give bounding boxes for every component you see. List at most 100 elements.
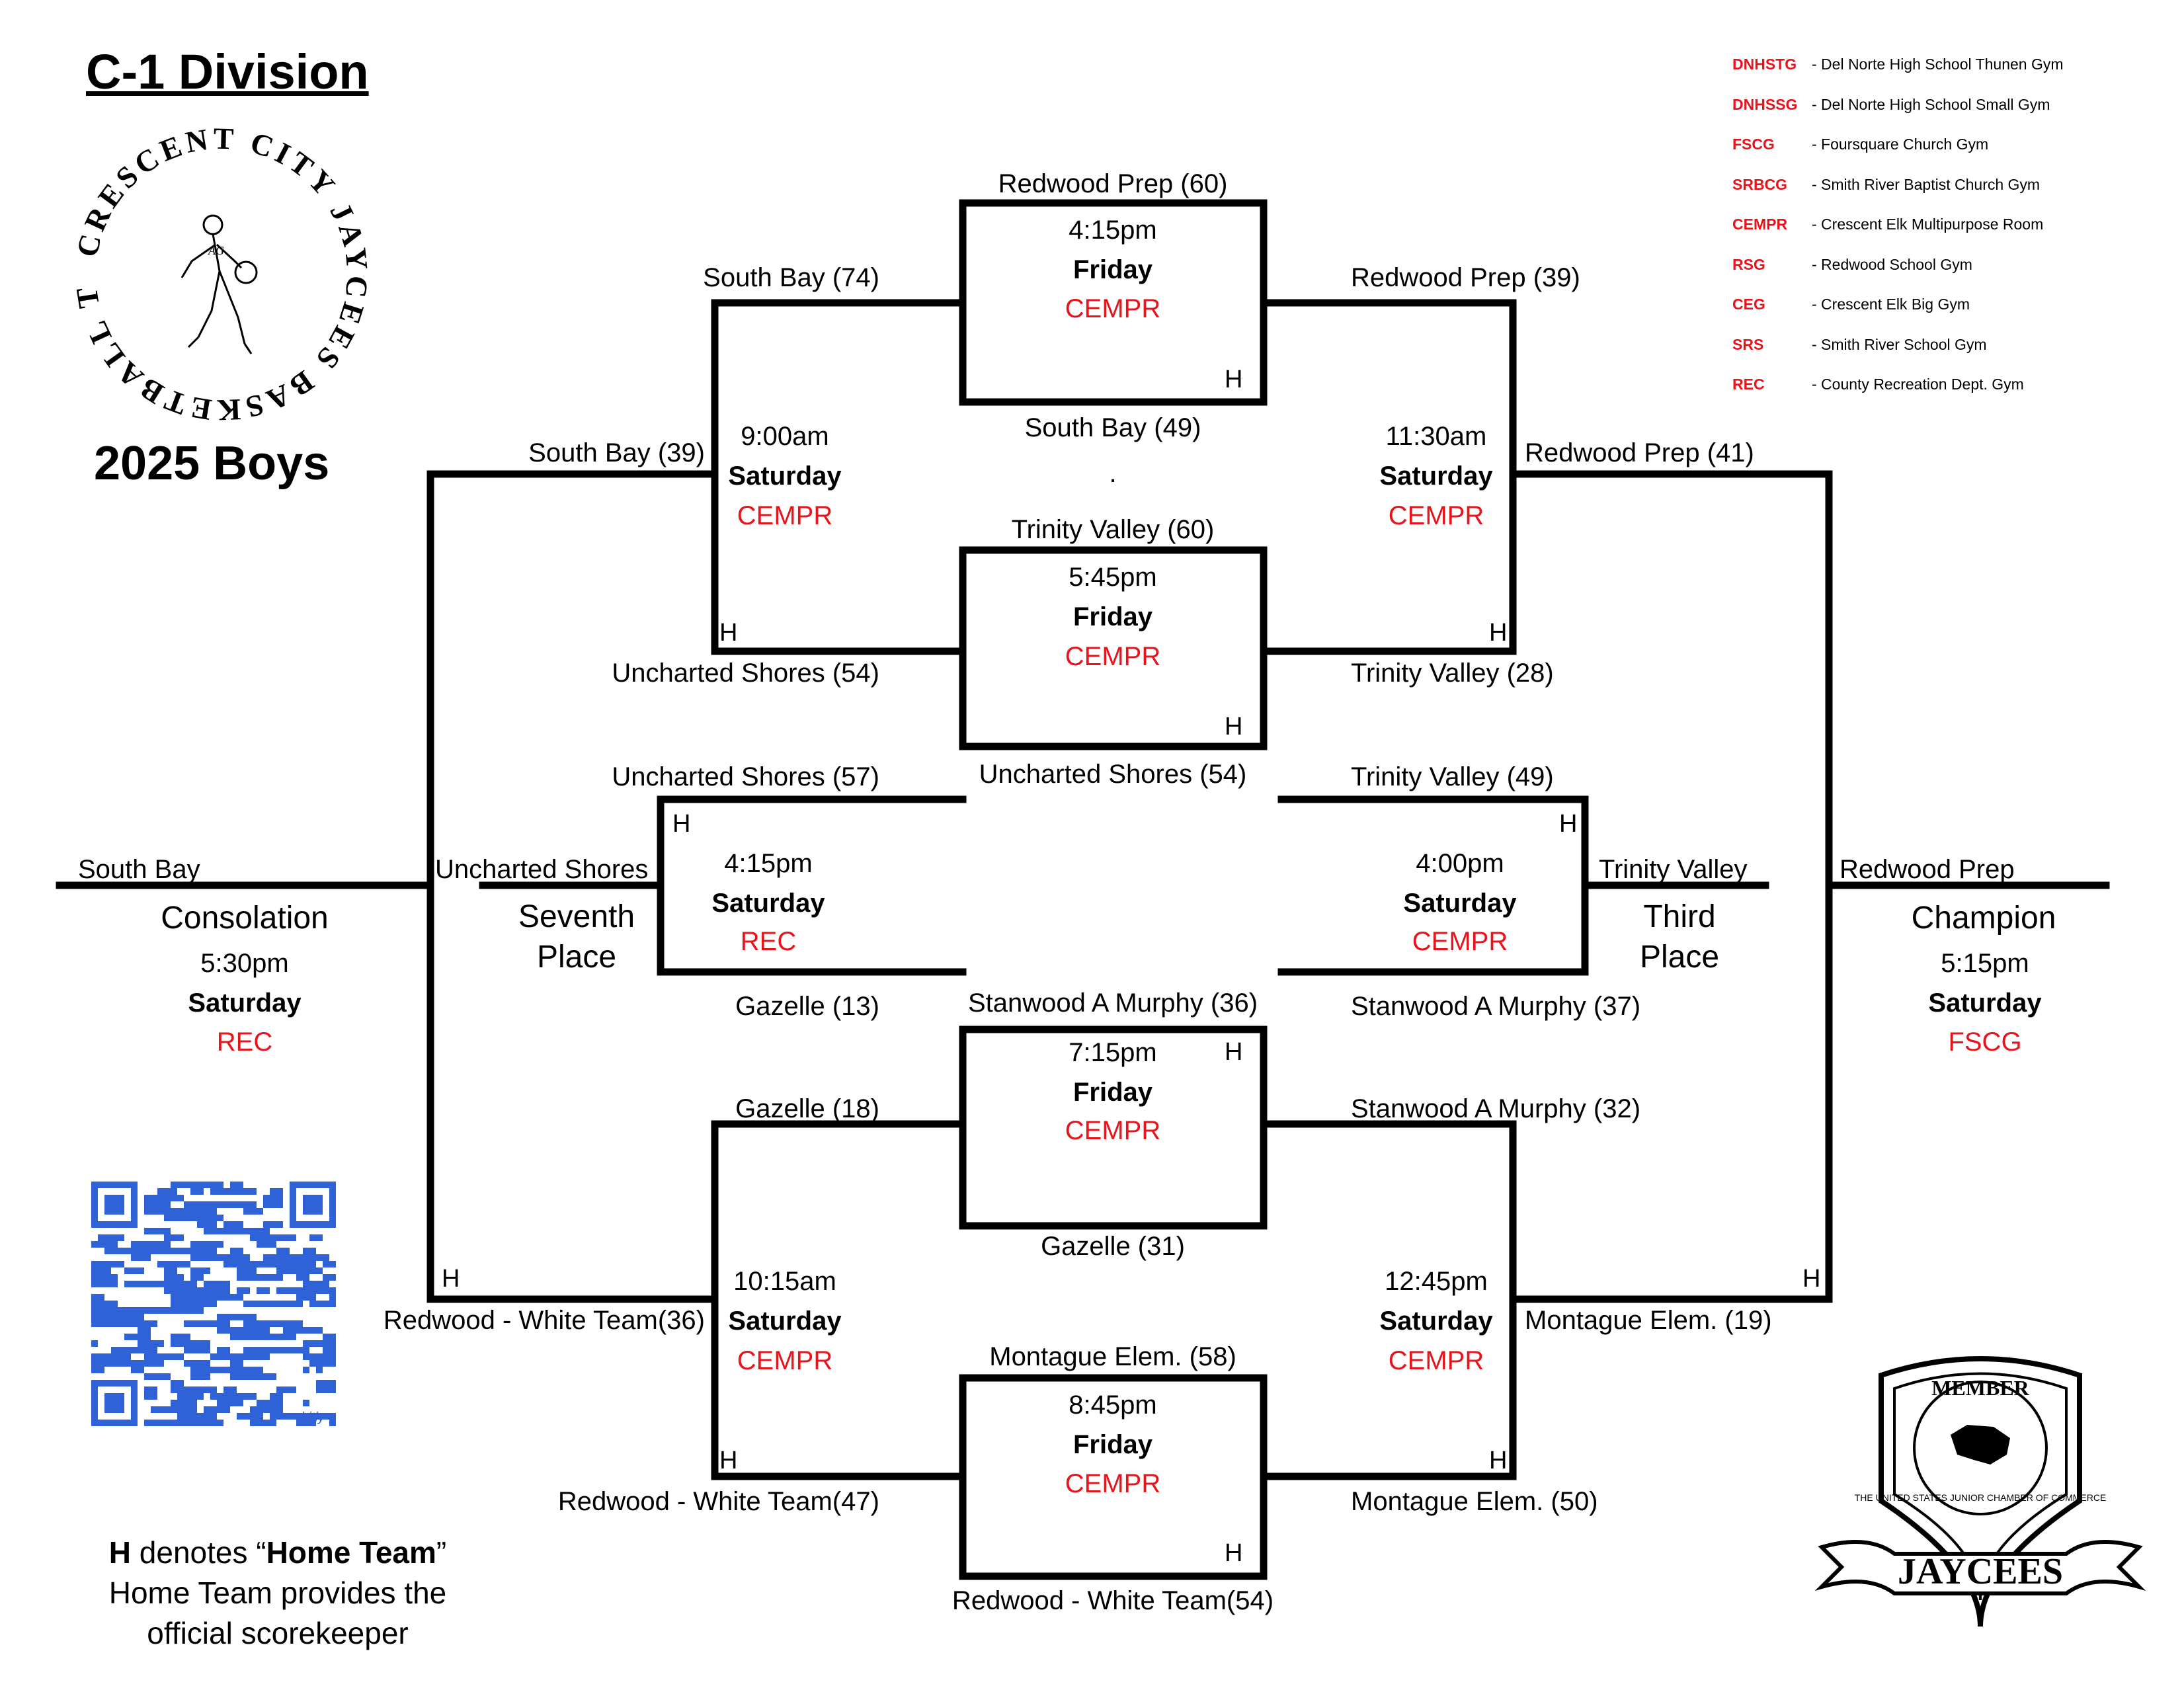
seventh-day: Saturday (711, 889, 825, 918)
w1-top-team: South Bay (74) (703, 263, 879, 292)
g2-home-marker: H (1225, 713, 1243, 741)
usa-map-icon (1951, 1425, 2010, 1465)
third-time: 4:00pm (1416, 849, 1504, 878)
home-team-note: H denotes “Home Team” Home Team provides… (109, 1533, 447, 1654)
jaycees-shield-logo: MEMBER THE UNITED STATES JUNIOR CHAMBER … (1815, 1356, 2146, 1627)
g3-top-team: Stanwood A Murphy (36) (967, 988, 1258, 1018)
seventh-label-line2: Place (536, 940, 617, 975)
consolation-home-marker: H (442, 1265, 460, 1293)
third-venue: CEMPR (1412, 927, 1508, 956)
legend-code: DNHSSG (1732, 95, 1798, 113)
third-day: Saturday (1403, 889, 1517, 918)
legend-code: CEMPR (1732, 216, 1788, 233)
legend-desc: - Foursquare Church Gym (1812, 136, 1989, 153)
legend-row: SRS- Smith River School Gym (1732, 336, 1987, 354)
g2-top-team: Trinity Valley (60) (1011, 515, 1215, 544)
note-line3: official scorekeeper (147, 1616, 409, 1651)
champion-home-marker: H (1802, 1265, 1821, 1293)
legend-row: DNHSTG- Del Norte High School Thunen Gym (1732, 56, 2064, 73)
champion-time: 5:15pm (1941, 949, 2029, 978)
g1-top-team: Redwood Prep (60) (998, 169, 1228, 198)
w1-bottom-team: Uncharted Shores (54) (612, 659, 879, 688)
tournament-logo: CRESCENT CITY JAYCEES BASKETBALL TOURNAM… (66, 119, 371, 428)
seventh-bottom-team: Gazelle (13) (735, 992, 879, 1021)
legend-code: CEG (1732, 296, 1765, 313)
champion-venue: FSCG (1948, 1027, 2022, 1057)
legend-row: REC - County Recreation Dept. Gym (1732, 376, 2024, 393)
w2-top-team: Redwood Prep (39) (1351, 263, 1580, 292)
champion-bottom-team: Montague Elem. (19) (1525, 1306, 1772, 1335)
bracket-seventh (657, 795, 967, 976)
g4-top-team: Montague Elem. (58) (989, 1342, 1236, 1371)
champion-label: Champion (1911, 901, 2056, 936)
g3-day: Friday (1072, 1078, 1153, 1107)
legend-code: FSCG (1732, 136, 1775, 153)
w3-top-team: Gazelle (18) (735, 1094, 879, 1123)
g3-time: 7:15pm (1069, 1038, 1157, 1067)
g2-time: 5:45pm (1069, 563, 1157, 592)
champion-top-team: Redwood Prep (41) (1525, 438, 1754, 467)
w1-home-marker: H (719, 619, 738, 647)
seventh-top-team: Uncharted Shores (57) (612, 762, 879, 791)
dot: . (1109, 459, 1117, 488)
g4-home-marker: H (1225, 1539, 1243, 1567)
legend-row: RSG- Redwood School Gym (1732, 256, 1972, 274)
member-ring-text: THE UNITED STATES JUNIOR CHAMBER OF COMM… (1855, 1492, 2107, 1503)
g1-day: Friday (1072, 255, 1153, 284)
w1-day: Saturday (728, 462, 842, 491)
w4-home-marker: H (1489, 1447, 1508, 1474)
seventh-winner: Uncharted Shores (435, 855, 649, 884)
member-text: MEMBER (1931, 1376, 2029, 1400)
g3-bottom-team: Gazelle (31) (1041, 1232, 1185, 1261)
third-winner: Trinity Valley (1599, 855, 1748, 884)
w2-bottom-team: Trinity Valley (28) (1351, 659, 1554, 688)
jaycees-banner-text: JAYCEES (1898, 1551, 2063, 1592)
legend-row: CEMPR- Crescent Elk Multipurpose Room (1732, 216, 2043, 233)
g2-day: Friday (1072, 602, 1153, 631)
seventh-venue: REC (740, 927, 797, 956)
legend-desc: - Redwood School Gym (1812, 255, 1972, 273)
legend-row: FSCG - Foursquare Church Gym (1732, 136, 1988, 153)
division-subtitle: 2025 Boys (94, 437, 330, 490)
consolation-bottom-team: Redwood - White Team(36) (383, 1306, 705, 1335)
legend-row: DNHSSG - Del Norte High School Small Gym (1732, 96, 2050, 114)
qr-label: bitly (301, 1410, 325, 1425)
w4-day: Saturday (1379, 1306, 1493, 1336)
basketball-player-icon (181, 214, 258, 354)
legend-row: SRBCG - Smith River Baptist Church Gym (1732, 176, 2040, 194)
legend-code: DNHSTG (1732, 56, 1797, 73)
w1-venue: CEMPR (737, 501, 833, 530)
g4-day: Friday (1072, 1430, 1153, 1459)
qr-code-icon[interactable]: bitly (91, 1182, 336, 1426)
consolation-top-team: South Bay (39) (528, 438, 705, 467)
third-bottom-team: Stanwood A Murphy (37) (1351, 992, 1641, 1021)
w3-day: Saturday (728, 1306, 842, 1336)
w4-top-team: Stanwood A Murphy (32) (1351, 1094, 1641, 1123)
seventh-time: 4:15pm (724, 849, 813, 878)
consolation-label: Consolation (161, 901, 329, 936)
note-line1: H denotes “Home Team” (108, 1535, 447, 1570)
w2-time: 11:30am (1385, 422, 1487, 451)
legend-desc: - Smith River Baptist Church Gym (1812, 175, 2041, 193)
w4-venue: CEMPR (1388, 1346, 1484, 1375)
note-line2: Home Team provides the (108, 1576, 447, 1611)
w2-venue: CEMPR (1388, 501, 1484, 530)
legend-code: REC (1732, 376, 1765, 393)
consolation-venue: REC (216, 1027, 273, 1057)
g1-bottom-team: South Bay (49) (1024, 413, 1201, 442)
w3-bottom-team: Redwood - White Team(47) (557, 1487, 879, 1516)
g3-home-marker: H (1225, 1038, 1243, 1066)
legend-desc: - Crescent Elk Big Gym (1812, 296, 1970, 313)
page-title: C-1 Division (86, 44, 369, 99)
third-label-line1: Third (1643, 899, 1716, 934)
legend-code: SRBCG (1732, 175, 1788, 193)
legend-desc: - County Recreation Dept. Gym (1812, 376, 2024, 393)
w2-day: Saturday (1379, 462, 1493, 491)
legend-desc: - Smith River School Gym (1812, 335, 1987, 353)
g4-time: 8:45pm (1069, 1390, 1157, 1420)
third-label-line2: Place (1639, 940, 1720, 975)
g4-bottom-team: Redwood - White Team(54) (951, 1586, 1274, 1615)
w2-home-marker: H (1489, 619, 1508, 647)
legend-desc: - Del Norte High School Small Gym (1812, 95, 2050, 113)
